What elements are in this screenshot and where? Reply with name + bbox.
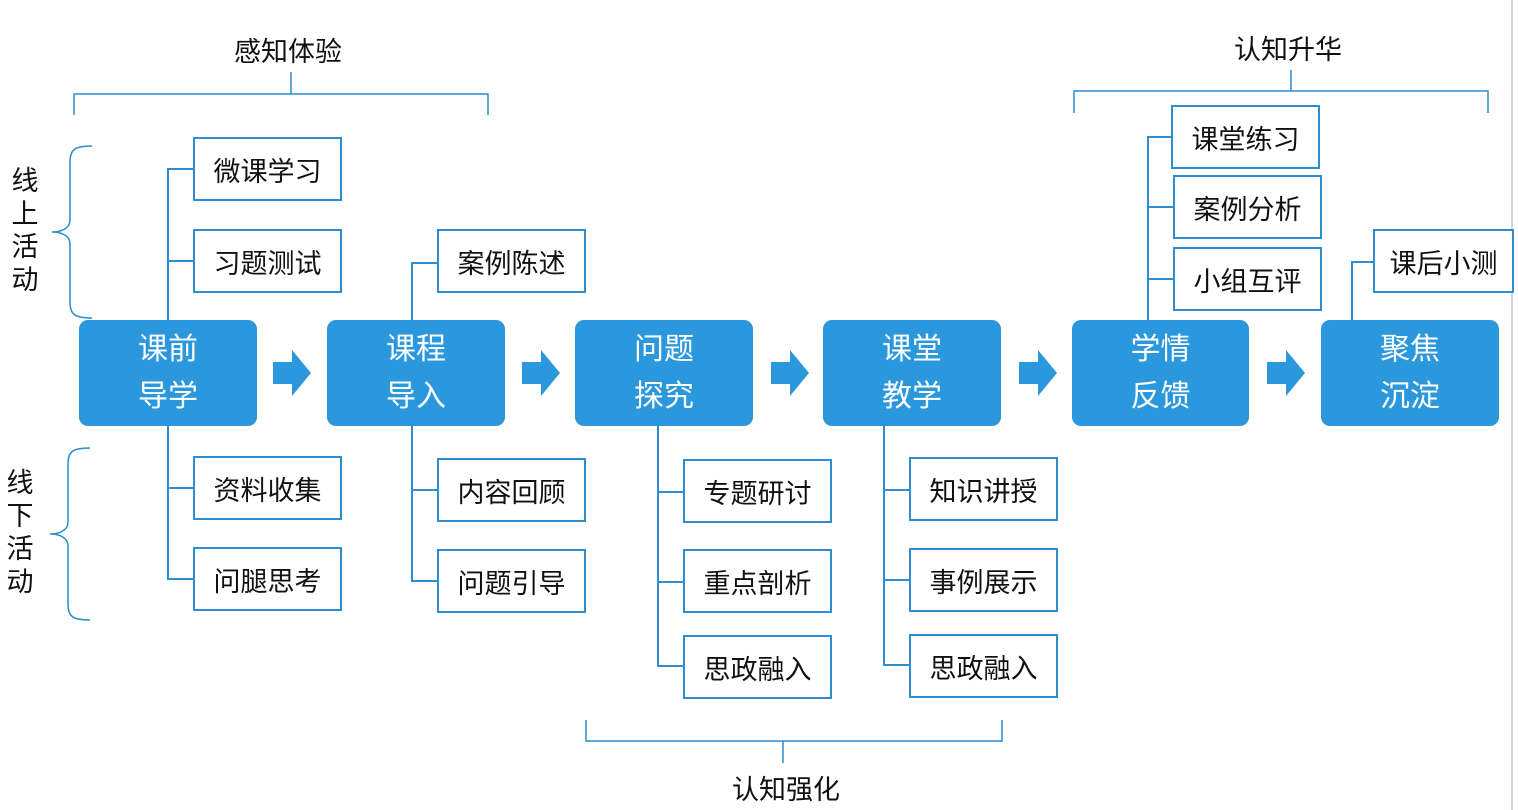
connector-s6-above [1351, 261, 1373, 320]
group-label-sublimation: 认知升华 [1234, 35, 1342, 66]
stage-label-line2: 沉淀 [1380, 379, 1440, 414]
subitem-material-collection: 资料收集 [193, 456, 342, 520]
stage-label-line1: 课程 [386, 332, 446, 367]
flow-arrow-1 [273, 350, 311, 396]
subitem-case-statement: 案例陈述 [437, 229, 586, 293]
subitem-example-display: 事例展示 [909, 548, 1058, 612]
subitem-question-thinking: 问腿思考 [193, 547, 342, 611]
brace-offline [49, 447, 91, 621]
side-label-offline-char: 活 [6, 534, 34, 565]
side-label-offline: 线 下 活 动 [3, 467, 37, 599]
stage-label-line1: 聚焦 [1380, 332, 1440, 367]
subitem-post-class-quiz: 课后小测 [1373, 229, 1514, 293]
bracket-bottom [585, 720, 1003, 763]
side-label-offline-char: 下 [6, 501, 34, 532]
stage-label-line1: 问题 [634, 332, 694, 367]
stage-course-intro: 课程 导入 [327, 320, 505, 426]
group-label-reinforcement: 认知强化 [732, 775, 840, 806]
flow-arrow-4 [1019, 350, 1057, 396]
flow-arrow-3 [771, 350, 809, 396]
bracket-top-right [1073, 70, 1489, 113]
connector-s1-below [167, 426, 193, 580]
stage-classroom-teaching: 课堂 教学 [823, 320, 1001, 426]
connector-s2-below [411, 426, 437, 582]
side-label-online-char: 动 [11, 265, 39, 296]
subitem-peer-review: 小组互评 [1173, 247, 1322, 311]
subitem-exercise-test: 习题测试 [193, 229, 342, 293]
stage-learning-feedback: 学情 反馈 [1072, 320, 1249, 426]
group-label-perception: 感知体验 [234, 37, 342, 68]
subitem-microlecture: 微课学习 [193, 137, 342, 201]
stage-label-line2: 教学 [882, 379, 942, 414]
side-label-online-char: 活 [11, 232, 39, 263]
side-label-online-char: 上 [11, 199, 39, 230]
stage-pre-class: 课前 导学 [79, 320, 257, 426]
stage-label-line1: 课堂 [882, 332, 942, 367]
stage-label-line2: 探究 [634, 379, 694, 414]
subitem-key-analysis: 重点剖析 [683, 549, 832, 613]
side-label-offline-char: 线 [6, 468, 34, 499]
subitem-content-review: 内容回顾 [437, 458, 586, 522]
stage-label-line2: 导入 [386, 379, 446, 414]
connector-s4-below [883, 426, 909, 666]
brace-online [51, 145, 93, 319]
side-label-online-char: 线 [11, 166, 39, 197]
side-label-offline-char: 动 [6, 567, 34, 598]
subitem-problem-guidance: 问题引导 [437, 549, 586, 613]
subitem-class-practice: 课堂练习 [1171, 105, 1320, 169]
connector-s2-above [411, 262, 437, 320]
connector-s5-above [1147, 136, 1173, 320]
stage-label-line1: 课前 [138, 332, 198, 367]
flow-arrow-5 [1267, 350, 1305, 396]
subitem-ideology-integration: 思政融入 [909, 634, 1058, 698]
stage-label-line1: 学情 [1130, 332, 1191, 367]
subitem-knowledge-lecture: 知识讲授 [909, 457, 1058, 521]
flow-arrow-2 [522, 350, 560, 396]
stage-label-line2: 反馈 [1130, 379, 1191, 414]
side-label-online: 线 上 活 动 [8, 165, 42, 297]
stage-label-line2: 导学 [138, 379, 198, 414]
connector-s3-below [657, 426, 683, 667]
subitem-case-analysis: 案例分析 [1173, 175, 1322, 239]
connector-s1-above [167, 168, 193, 320]
subitem-topic-seminar: 专题研讨 [683, 459, 832, 523]
bracket-top-left [73, 72, 489, 115]
subitem-ideology-integration: 思政融入 [683, 635, 832, 699]
stage-focus-consolidate: 聚焦 沉淀 [1321, 320, 1499, 426]
stage-problem-inquiry: 问题 探究 [575, 320, 753, 426]
